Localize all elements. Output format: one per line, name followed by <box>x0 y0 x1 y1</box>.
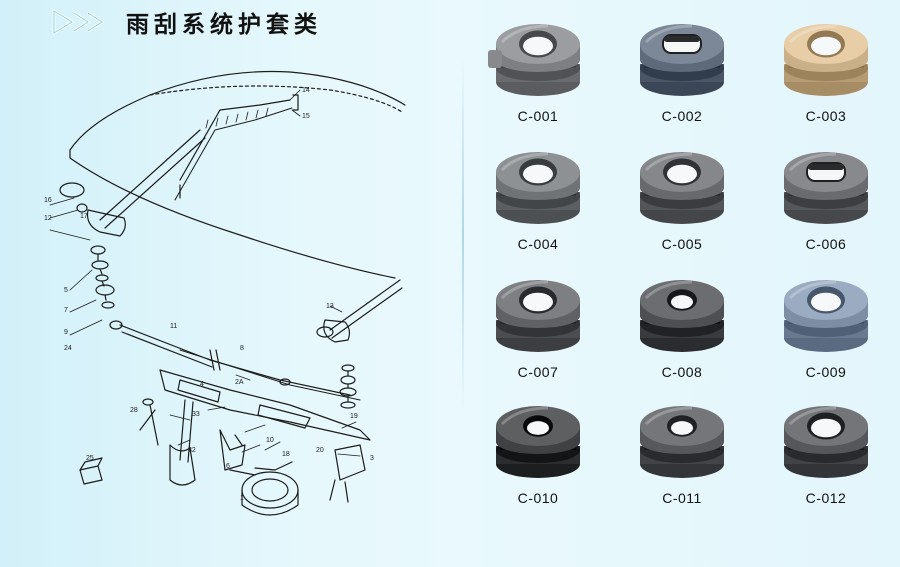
product-code: C-009 <box>805 364 847 380</box>
product-code: C-005 <box>661 236 703 252</box>
product-item: C-002 <box>612 16 752 124</box>
callout-label: 15 <box>302 113 310 120</box>
product-code: C-011 <box>662 490 702 506</box>
page-title: 雨刮系统护套类 <box>126 11 322 38</box>
callout-label: 33 <box>192 411 200 418</box>
product-code: C-001 <box>517 108 559 124</box>
product-item: C-001 <box>468 16 608 124</box>
rubber-grommet-photo <box>488 24 580 96</box>
product-item: C-009 <box>756 272 896 380</box>
product-code: C-010 <box>517 490 559 506</box>
product-item: C-004 <box>468 144 608 252</box>
product-code: C-004 <box>517 236 559 252</box>
callout-label: 11 <box>170 323 177 330</box>
product-item: C-010 <box>468 398 608 506</box>
callout-label: 9 <box>64 329 68 336</box>
callout-label: 3 <box>370 455 374 462</box>
callout-label: 13 <box>326 303 334 310</box>
column-divider <box>462 60 464 410</box>
rubber-grommet-photo <box>640 280 724 352</box>
rubber-grommet-photo <box>640 406 724 478</box>
callout-label: 6 <box>226 463 230 470</box>
rubber-grommet-photo <box>496 280 580 352</box>
product-item: C-006 <box>756 144 896 252</box>
rubber-grommet-photo <box>784 280 868 352</box>
callout-label: 4 <box>200 381 204 388</box>
product-code: C-012 <box>805 490 847 506</box>
title-row: 雨刮系统护套类 <box>52 6 322 38</box>
callout-label: 8 <box>240 345 244 352</box>
callout-label: 7 <box>64 307 68 314</box>
rubber-grommet-photo <box>640 24 724 96</box>
callout-label: 14 <box>302 87 310 94</box>
product-item: C-003 <box>756 16 896 124</box>
callout-label: 12 <box>44 215 52 222</box>
product-item: C-005 <box>612 144 752 252</box>
callout-label: 16 <box>44 197 52 204</box>
product-code: C-008 <box>661 364 703 380</box>
callout-label: 28 <box>130 407 138 414</box>
callout-label: 32 <box>188 447 196 454</box>
callout-label: 1 <box>240 495 244 502</box>
callout-label: 25 <box>86 455 94 462</box>
product-item: C-011 <box>612 398 752 506</box>
product-code: C-006 <box>805 236 847 252</box>
callout-label: 20 <box>316 447 324 454</box>
rubber-grommet-photo <box>496 152 580 224</box>
callout-label: 2A <box>235 379 244 386</box>
double-chevron-icon <box>52 9 104 35</box>
product-code: C-003 <box>805 108 847 124</box>
callout-label: 18 <box>282 451 290 458</box>
product-item: C-008 <box>612 272 752 380</box>
callout-label: 24 <box>64 345 72 352</box>
rubber-grommet-photo <box>784 152 868 224</box>
product-item: C-012 <box>756 398 896 506</box>
callout-label: 17 <box>80 213 88 220</box>
rubber-grommet-photo <box>784 24 868 96</box>
product-code: C-002 <box>661 108 703 124</box>
callout-label: 19 <box>350 413 358 420</box>
wiper-exploded-diagram: 14 15 16 17 12 13 5 7 9 24 11 8 2A 4 3 3… <box>44 70 406 516</box>
product-code: C-007 <box>517 364 559 380</box>
callout-label: 5 <box>64 287 68 294</box>
rubber-grommet-photo <box>784 406 868 478</box>
callout-label: 10 <box>266 437 274 444</box>
rubber-grommet-photo <box>496 406 580 478</box>
product-item: C-007 <box>468 272 608 380</box>
rubber-grommet-photo <box>640 152 724 224</box>
